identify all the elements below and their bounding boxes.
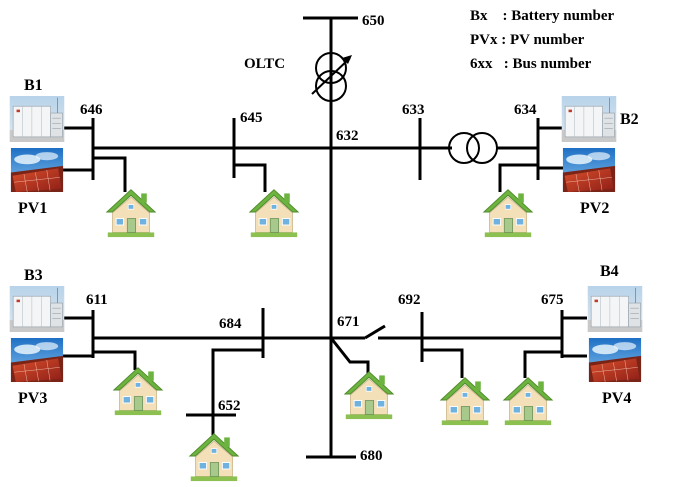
house-icon bbox=[440, 377, 490, 426]
pv-label-pv4: PV4 bbox=[602, 390, 631, 407]
pv-label-pv2: PV2 bbox=[580, 200, 609, 217]
oltc-label: OLTC bbox=[244, 56, 285, 72]
transformer-633-634 bbox=[448, 132, 498, 164]
bus-645-label: 645 bbox=[240, 110, 263, 126]
pv-icon-pv2 bbox=[562, 148, 616, 192]
pv-label-pv1: PV1 bbox=[18, 200, 47, 217]
battery-icon-b3 bbox=[9, 286, 65, 332]
house-icon bbox=[503, 377, 553, 426]
house-icon bbox=[344, 371, 394, 420]
battery-label-b4: B4 bbox=[600, 263, 619, 280]
pv-icon-pv1 bbox=[10, 148, 64, 192]
oltc-transformer bbox=[311, 18, 352, 148]
battery-icon-b2 bbox=[561, 96, 617, 142]
legend-bus: 6xx : Bus number bbox=[470, 56, 592, 72]
pv-icon-pv4 bbox=[588, 338, 642, 382]
pv-label-pv3: PV3 bbox=[18, 390, 47, 407]
house-icon bbox=[189, 433, 239, 482]
network-lines bbox=[60, 16, 587, 459]
house-icon bbox=[113, 367, 163, 416]
battery-icon-b1 bbox=[9, 96, 65, 142]
battery-icon-b4 bbox=[587, 286, 643, 332]
bus-680-label: 680 bbox=[360, 448, 383, 464]
pv-icon-pv3 bbox=[10, 338, 64, 382]
house-icon bbox=[249, 189, 299, 238]
battery-label-b3: B3 bbox=[24, 267, 43, 284]
bus-671-label: 671 bbox=[337, 314, 360, 330]
bus-675-label: 675 bbox=[541, 292, 564, 308]
bus-634-label: 634 bbox=[514, 102, 537, 118]
house-icon bbox=[483, 189, 533, 238]
bus-684-label: 684 bbox=[219, 316, 242, 332]
bus-652-label: 652 bbox=[218, 398, 241, 414]
bus-633-label: 633 bbox=[402, 102, 425, 118]
bus-650-label: 650 bbox=[362, 13, 385, 29]
legend-battery: Bx : Battery number bbox=[470, 8, 614, 24]
bus-632-label: 632 bbox=[336, 128, 359, 144]
bus-611-label: 611 bbox=[86, 292, 108, 308]
house-icon bbox=[106, 189, 156, 238]
bus-646-label: 646 bbox=[80, 102, 103, 118]
battery-label-b1: B1 bbox=[24, 77, 43, 94]
bus-692-label: 692 bbox=[398, 292, 421, 308]
battery-label-b2: B2 bbox=[620, 111, 639, 128]
legend-pv: PVx : PV number bbox=[470, 32, 585, 48]
